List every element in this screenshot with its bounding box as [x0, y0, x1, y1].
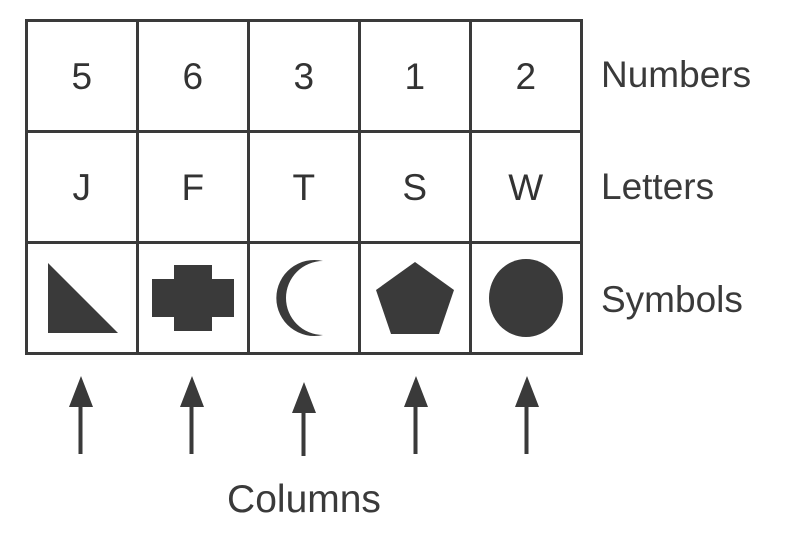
columns-caption: Columns [227, 478, 381, 521]
grid-cell-letters-4: S [361, 133, 472, 244]
row-label-letters: Letters [601, 166, 715, 207]
circle-icon [483, 255, 569, 341]
cell-value: W [508, 166, 544, 208]
grid-cell-letters-3: T [250, 133, 361, 244]
arrow-up-icon [513, 374, 541, 456]
symbol-matrix-grid: 5 6 3 1 2 J F T S W [25, 19, 583, 355]
grid-cell-symbols-2 [139, 244, 250, 355]
cell-value: 2 [515, 55, 537, 97]
arrow-cell-4 [360, 374, 472, 458]
cross-icon [150, 255, 236, 341]
arrow-cell-3 [248, 374, 360, 458]
cell-value: 1 [404, 55, 426, 97]
arrow-up-icon [67, 374, 95, 456]
grid-cell-symbols-3 [250, 244, 361, 355]
cell-value: 3 [293, 55, 315, 97]
arrow-cell-1 [25, 374, 137, 458]
grid-cell-letters-5: W [472, 133, 583, 244]
row-label-numbers: Numbers [601, 54, 752, 95]
arrow-up-icon [178, 374, 206, 456]
arrow-cell-5 [471, 374, 583, 458]
pentagon-icon [372, 255, 458, 341]
grid-cell-numbers-3: 3 [250, 22, 361, 133]
arrow-up-icon [290, 374, 318, 456]
grid-cell-numbers-5: 2 [472, 22, 583, 133]
cell-value: 5 [71, 55, 93, 97]
arrow-up-icon [402, 374, 430, 456]
crescent-moon-icon [261, 255, 347, 341]
grid-cell-letters-2: F [139, 133, 250, 244]
column-arrow-row [25, 374, 583, 458]
row-label-symbols: Symbols [601, 279, 743, 320]
grid-cell-numbers-2: 6 [139, 22, 250, 133]
arrow-cell-2 [137, 374, 249, 458]
grid-cell-numbers-4: 1 [361, 22, 472, 133]
cell-value: F [181, 166, 205, 208]
grid-cell-symbols-5 [472, 244, 583, 355]
grid-cell-symbols-1 [28, 244, 139, 355]
grid-cell-numbers-1: 5 [28, 22, 139, 133]
cell-value: S [402, 166, 428, 208]
cell-value: J [72, 166, 92, 208]
right-triangle-icon [39, 255, 125, 341]
grid-cell-symbols-4 [361, 244, 472, 355]
grid-cell-letters-1: J [28, 133, 139, 244]
cell-value: T [292, 166, 316, 208]
cell-value: 6 [182, 55, 204, 97]
